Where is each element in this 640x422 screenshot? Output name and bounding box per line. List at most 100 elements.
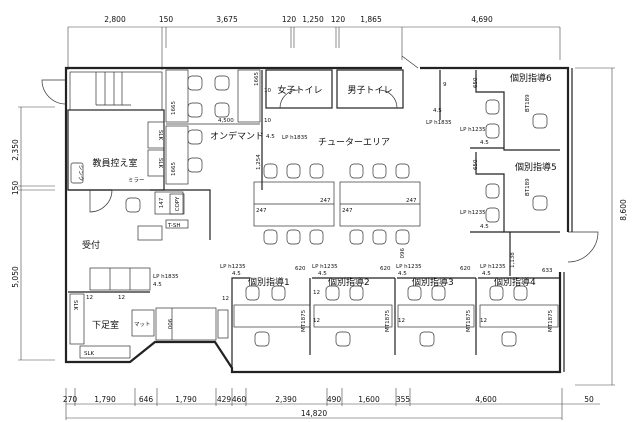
svg-text:4.5: 4.5 — [480, 140, 489, 146]
sofa: LP h1835 4.5 — [89, 267, 179, 291]
dim-left: 2,350 — [11, 139, 20, 161]
svg-text:MT1875: MT1875 — [301, 309, 307, 332]
entrance-door-swing — [567, 231, 599, 263]
dim-left: 150 — [11, 181, 20, 196]
mens-toilet — [336, 69, 404, 109]
svg-text:4.5: 4.5 — [433, 108, 442, 114]
booth-6: 個別指導6 650 BT189 LP h1235 4.5 — [460, 70, 560, 151]
dim-top: 2,800 — [104, 15, 126, 24]
svg-text:650: 650 — [473, 77, 479, 88]
svg-text:MT1875: MT1875 — [466, 309, 472, 332]
top-dimensions: 2,800 150 3,675 120 1,250 120 1,865 4,69… — [67, 15, 561, 70]
dim-top: 120 — [331, 15, 346, 24]
room-label-staff-room: 教員控え室 — [92, 157, 137, 169]
svg-text:1,138: 1,138 — [510, 252, 516, 268]
svg-text:4.5: 4.5 — [232, 271, 241, 277]
room-label-booth-6: 個別指導6 — [510, 72, 552, 84]
shoe-locker — [69, 293, 85, 345]
svg-text:T-SH: T-SH — [167, 223, 180, 229]
svg-text:10: 10 — [264, 118, 271, 124]
room-label-booth-5: 個別指導5 — [515, 161, 557, 173]
svg-text:LP h1235: LP h1235 — [220, 264, 246, 270]
svg-text:COPY: COPY — [175, 196, 181, 211]
svg-text:4.5: 4.5 — [153, 282, 162, 288]
svg-text:12: 12 — [398, 318, 405, 324]
svg-text:12: 12 — [313, 318, 320, 324]
dim-bottom: 490 — [327, 395, 342, 404]
booth-5: 個別指導5 650 BT189 LP h1235 4.5 — [460, 152, 560, 233]
svg-text:247: 247 — [320, 198, 331, 204]
svg-text:SLK: SLK — [157, 158, 163, 169]
svg-text:9: 9 — [443, 82, 447, 88]
svg-text:12: 12 — [118, 295, 125, 301]
svg-text:620: 620 — [460, 266, 471, 272]
room-label-mens-toilet: 男子トイレ — [347, 85, 392, 96]
exterior-walls — [41, 55, 599, 374]
door-swing — [401, 55, 419, 69]
svg-text:633: 633 — [542, 268, 553, 274]
svg-text:LP h1235: LP h1235 — [460, 127, 486, 133]
dim-total-width: 14,820 — [301, 409, 327, 418]
svg-text:4.5: 4.5 — [318, 271, 327, 277]
svg-text:LP h1235: LP h1235 — [460, 210, 486, 216]
dim-bottom: 355 — [396, 395, 411, 404]
dim-top: 120 — [282, 15, 297, 24]
shoe-lockers-staff: SLK SLK — [147, 121, 165, 177]
room-label-booth-1: 個別指導1 — [248, 276, 290, 288]
booth-3: 個別指導3 LP h1235 4.5 MT1875 12 620 — [396, 264, 477, 355]
svg-text:12: 12 — [222, 296, 229, 302]
dim-bottom: 1,790 — [175, 395, 197, 404]
tutor-tables: 247 247 247 247 — [253, 163, 421, 245]
dim-top: 3,675 — [216, 15, 238, 24]
svg-text:620: 620 — [380, 266, 391, 272]
svg-text:4.5: 4.5 — [398, 271, 407, 277]
booth-4: 個別指導4 LP h1235 4.5 MT1875 12 633 — [478, 264, 560, 347]
svg-text:12: 12 — [86, 295, 93, 301]
svg-text:12: 12 — [313, 290, 320, 296]
svg-text:1665: 1665 — [171, 101, 177, 115]
svg-text:LP h1235: LP h1235 — [312, 264, 338, 270]
dim-bottom: 2,390 — [275, 395, 297, 404]
svg-text:マット: マット — [134, 321, 151, 328]
step — [155, 307, 217, 341]
svg-text:620: 620 — [295, 266, 306, 272]
dim-bottom: 4,600 — [475, 395, 497, 404]
room-label-booth-3: 個別指導3 — [412, 276, 454, 288]
dim-bottom: 50 — [584, 395, 594, 404]
room-label-tutor-area: チューターエリア — [318, 137, 390, 148]
shoe-locker — [79, 345, 131, 359]
room-label-womens-toilet: 女子トイレ — [277, 84, 322, 96]
svg-text:LP h1235: LP h1235 — [480, 264, 506, 270]
svg-text:SLK: SLK — [72, 300, 78, 311]
dim-top: 150 — [159, 15, 174, 24]
stairs — [69, 71, 163, 111]
dim-left: 5,050 — [11, 266, 20, 288]
svg-text:4,500: 4,500 — [218, 118, 234, 124]
svg-text:1665: 1665 — [254, 72, 260, 86]
svg-text:SLK: SLK — [84, 351, 95, 357]
reception-desk: 147 COPY T-SH — [125, 191, 189, 241]
svg-text:シンク: シンク — [77, 165, 84, 182]
right-dimension: 8,600 — [575, 67, 628, 386]
left-dimensions: 2,350 150 5,050 — [11, 106, 55, 361]
svg-text:LP h1835: LP h1835 — [153, 274, 179, 280]
sink: シンク — [70, 162, 84, 184]
svg-text:LP h1235: LP h1235 — [396, 264, 422, 270]
bottom-dimensions: 270 1,790 646 1,790 429 460 2,390 490 1,… — [63, 388, 600, 420]
svg-text:BT189: BT189 — [525, 94, 531, 112]
room-label-reception: 受付 — [82, 239, 100, 251]
svg-text:MT1875: MT1875 — [548, 309, 554, 332]
svg-text:247: 247 — [406, 198, 417, 204]
room-label-booth-2: 個別指導2 — [328, 276, 370, 288]
svg-text:4.5: 4.5 — [480, 224, 489, 230]
svg-text:12: 12 — [480, 318, 487, 324]
dim-bottom: 1,790 — [94, 395, 116, 404]
dim-bottom: 460 — [232, 395, 247, 404]
dim-bottom: 646 — [139, 395, 154, 404]
dim-top: 1,250 — [302, 15, 324, 24]
on-demand-area: 4,500 1665 1665 1665 — [165, 69, 261, 185]
svg-text:147: 147 — [159, 197, 165, 208]
svg-text:960: 960 — [398, 248, 404, 259]
svg-text:247: 247 — [256, 208, 267, 214]
